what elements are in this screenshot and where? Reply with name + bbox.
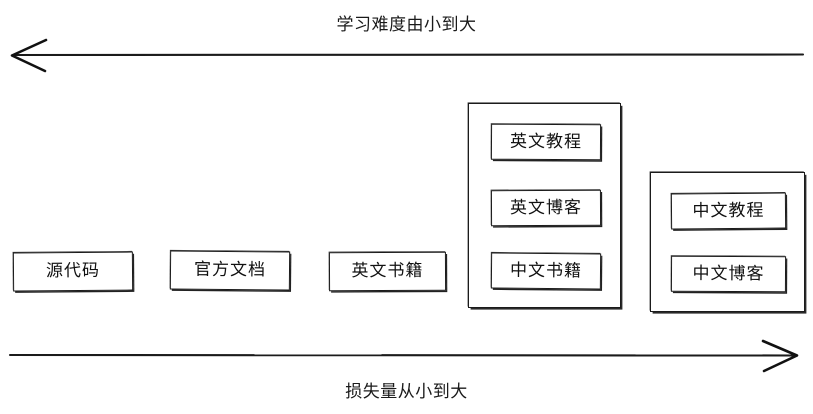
node-chinese-tutorials[interactable]: 中文教程 — [670, 192, 787, 230]
bottom-axis-label: 损失量从小到大 — [345, 382, 468, 402]
top-axis-label: 学习难度由小到大 — [336, 15, 477, 35]
node-label: 英文博客 — [509, 197, 583, 218]
arrow-left-icon — [10, 38, 805, 73]
node-chinese-books[interactable]: 中文书籍 — [490, 252, 602, 290]
node-label: 中文博客 — [692, 263, 765, 284]
node-english-tutorials[interactable]: 英文教程 — [490, 123, 602, 161]
node-label: 官方文档 — [193, 259, 267, 281]
node-source-code[interactable]: 源代码 — [12, 251, 134, 292]
node-label: 英文书籍 — [351, 260, 424, 282]
group-chinese-resources: 中文教程 中文博客 — [650, 172, 805, 312]
node-label: 英文教程 — [509, 131, 583, 152]
node-label: 中文教程 — [692, 200, 765, 221]
node-chinese-blogs[interactable]: 中文博客 — [670, 255, 787, 293]
node-label: 中文书籍 — [509, 260, 583, 281]
node-label: 源代码 — [45, 260, 101, 282]
group-english-resources: 英文教程 英文博客 中文书籍 — [468, 103, 621, 308]
node-official-docs[interactable]: 官方文档 — [169, 250, 291, 291]
arrow-right-icon — [8, 339, 799, 373]
node-english-books[interactable]: 英文书籍 — [328, 251, 447, 292]
node-english-blogs[interactable]: 英文博客 — [490, 189, 602, 227]
